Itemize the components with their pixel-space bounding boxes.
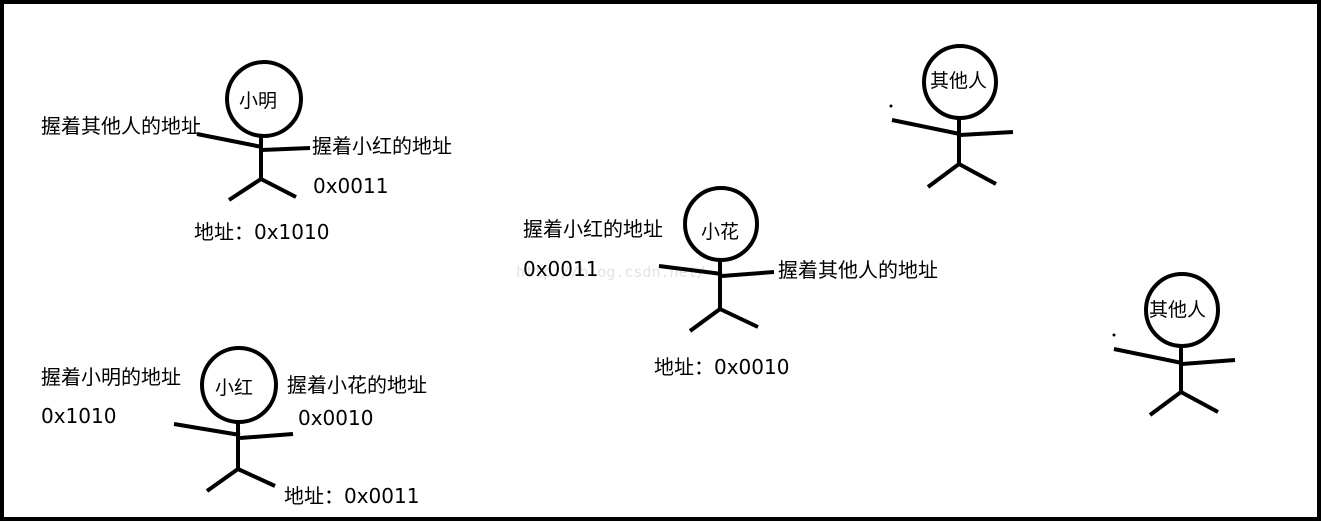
xiaoming-left-leg (227, 177, 263, 202)
xiaohua-right-arm (721, 270, 775, 278)
xiaoming-right-arm (261, 146, 311, 152)
xiaoming-right-text: 握着小红的地址 (312, 134, 452, 158)
xiaoming-right-value: 0x0011 (313, 174, 389, 198)
xiaoming-right-leg (260, 177, 297, 199)
xiaoming-left-arm (196, 132, 263, 149)
xiaohua-address: 地址：0x0010 (654, 355, 790, 379)
xiaoming-figure (196, 60, 311, 202)
xiaohua-right-text: 握着其他人的地址 (778, 258, 938, 282)
xiaohua-figure (658, 186, 775, 333)
other1-right-arm (959, 130, 1014, 137)
xiaohong-right-value: 0x0010 (298, 406, 374, 430)
other2-left-leg (1148, 390, 1183, 417)
xiaohua-left-arm (658, 264, 723, 276)
other2-dot (1112, 333, 1116, 337)
xiaohong-address: 地址：0x0011 (284, 484, 420, 508)
other1-right-leg (958, 162, 997, 186)
xiaohua-left-text: 握着小红的地址 (523, 217, 663, 241)
xiaoming-left-text: 握着其他人的地址 (41, 114, 201, 138)
xiaoming-head (225, 60, 303, 138)
xiaohong-left-value: 0x1010 (41, 404, 117, 428)
watermark: http://blog.csdn.net/ (516, 263, 706, 281)
xiaohong-left-text: 握着小明的地址 (41, 365, 181, 389)
xiaohong-right-text: 握着小花的地址 (287, 373, 427, 397)
other2-name: 其他人 (1149, 299, 1207, 321)
xiaohua-left-value: 0x0011 (523, 257, 599, 281)
xiaohong-right-leg (237, 467, 276, 488)
other1-left-leg (926, 162, 961, 189)
xiaoming-address: 地址：0x1010 (194, 220, 330, 244)
xiaohong-name: 小红 (215, 377, 254, 399)
other2-left-arm (1113, 347, 1183, 365)
xiaohua-right-leg (719, 307, 759, 329)
xiaoming-name: 小明 (239, 90, 278, 112)
other1-dot (889, 104, 893, 108)
other2-right-arm (1181, 358, 1236, 366)
other2-right-leg (1180, 390, 1219, 414)
xiaohong-right-arm (239, 432, 294, 440)
xiaohua-name: 小花 (701, 221, 740, 243)
xiaohong-left-arm (173, 422, 241, 437)
xiaohong-figure (173, 346, 294, 493)
xiaohua-left-leg (688, 307, 722, 333)
other1-figure (889, 44, 1014, 189)
other2-figure (1112, 272, 1236, 417)
other1-name: 其他人 (930, 70, 988, 92)
xiaohong-left-leg (205, 467, 240, 493)
other1-left-arm (891, 118, 961, 136)
